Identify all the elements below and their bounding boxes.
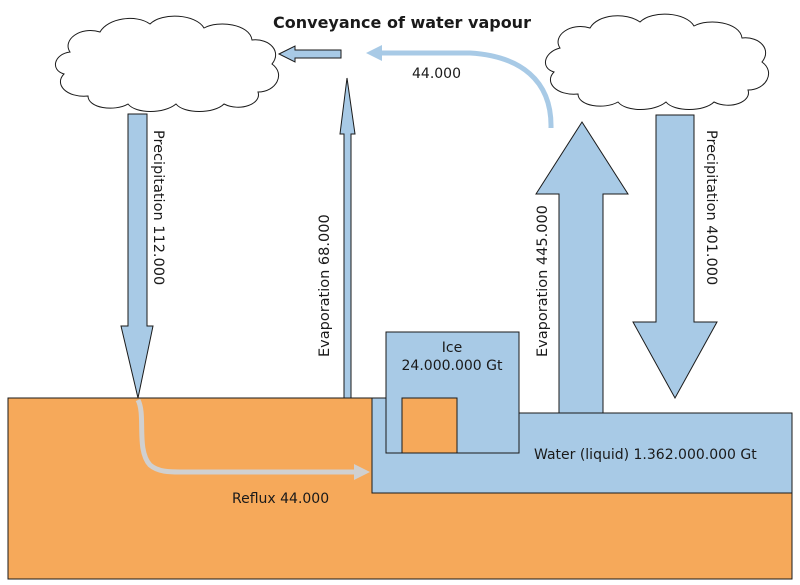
precipitation-right-label: Precipitation 401.000 bbox=[703, 130, 719, 285]
precipitation-right-arrow bbox=[632, 114, 718, 400]
cloud-left bbox=[55, 15, 279, 112]
reflux-arrow bbox=[135, 398, 370, 480]
evaporation-right-label: Evaporation 445.000 bbox=[535, 205, 551, 357]
conveyance-value: 44.000 bbox=[412, 66, 461, 82]
ice-amount: 24.000.000 Gt bbox=[402, 358, 503, 374]
reflux-label: Reflux 44.000 bbox=[232, 491, 329, 507]
evaporation-left-label: Evaporation 68.000 bbox=[317, 214, 333, 357]
ice-label: Ice bbox=[442, 340, 462, 356]
precipitation-left-label: Precipitation 112.000 bbox=[150, 130, 166, 285]
conveyance-arrow bbox=[366, 45, 554, 129]
evaporation-right-arrow bbox=[535, 121, 629, 414]
ice-inner-land bbox=[401, 397, 458, 454]
cloud-right bbox=[545, 13, 769, 110]
diagram-title: Conveyance of water vapour bbox=[273, 13, 531, 32]
evaporation-left-arrow bbox=[339, 77, 356, 399]
precipitation-left-arrow bbox=[120, 113, 154, 399]
conveyance-small-arrow bbox=[277, 45, 342, 63]
water-label: Water (liquid) 1.362.000.000 Gt bbox=[534, 447, 757, 463]
